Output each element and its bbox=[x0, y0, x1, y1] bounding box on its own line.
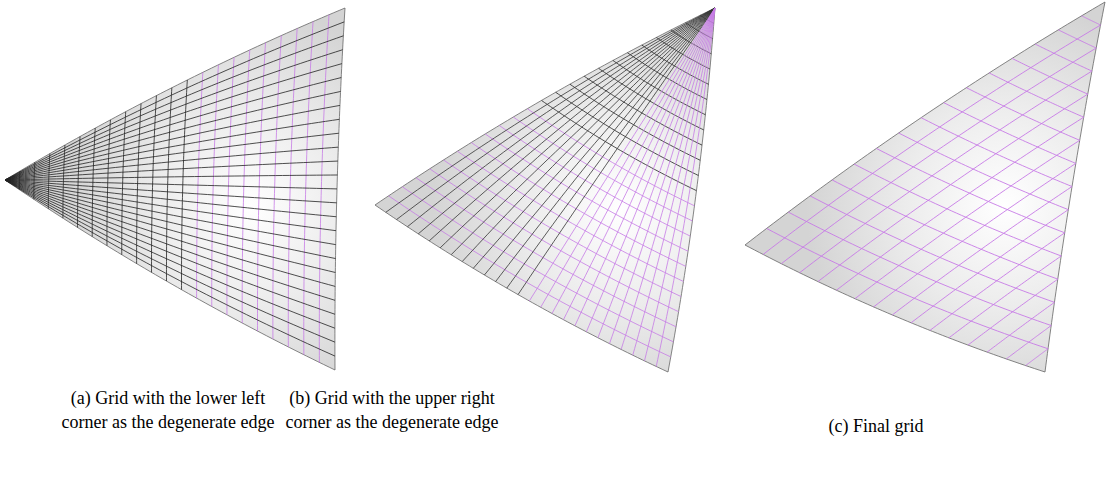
grid-line bbox=[541, 8, 715, 307]
grid-line bbox=[874, 163, 1076, 307]
grid-line bbox=[899, 133, 1069, 210]
surface-fill bbox=[375, 8, 715, 372]
grid-line bbox=[644, 8, 715, 361]
grid-line bbox=[633, 8, 715, 355]
grid-line bbox=[529, 8, 715, 301]
grid-line bbox=[418, 8, 715, 234]
grid-line bbox=[1082, 16, 1101, 25]
grid-line bbox=[800, 71, 1092, 273]
grid-line bbox=[5, 105, 340, 180]
figure-caption: (c) Final grid bbox=[762, 415, 990, 439]
grid-line bbox=[944, 103, 1076, 164]
grid-line bbox=[5, 180, 335, 328]
grid-line bbox=[892, 187, 1072, 315]
grid-line bbox=[966, 88, 1079, 141]
grid-line bbox=[5, 180, 335, 342]
grid-surface-b bbox=[375, 8, 715, 372]
grid-line bbox=[949, 256, 1061, 338]
grid-line bbox=[818, 94, 1088, 281]
grid-line bbox=[930, 233, 1065, 331]
grid-line bbox=[5, 64, 342, 180]
grid-line bbox=[1035, 44, 1092, 71]
grid-surface-c bbox=[745, 2, 1105, 372]
grid-line bbox=[5, 161, 338, 180]
grid-line bbox=[5, 78, 341, 180]
grid-line bbox=[552, 8, 715, 314]
grid-line bbox=[444, 160, 682, 297]
grid-line bbox=[5, 180, 335, 356]
grid-line bbox=[5, 180, 336, 259]
grid-line bbox=[5, 180, 335, 300]
grid-line bbox=[1026, 349, 1048, 366]
grid-surface-a bbox=[5, 8, 345, 370]
grid-line bbox=[473, 8, 715, 268]
grid-line bbox=[989, 73, 1084, 117]
grid-line bbox=[621, 8, 715, 349]
grid-line bbox=[855, 140, 1080, 298]
grid-line bbox=[911, 210, 1068, 323]
grid-line bbox=[1058, 30, 1096, 48]
figure-caption: (b) Grid with the upper right corner as … bbox=[278, 387, 506, 435]
grid-line bbox=[598, 8, 715, 338]
grid-line bbox=[586, 8, 715, 332]
grid-line bbox=[968, 279, 1058, 345]
grid-line bbox=[484, 8, 715, 275]
grid-line bbox=[563, 8, 715, 320]
grid-line bbox=[5, 180, 335, 286]
grid-line bbox=[5, 22, 344, 180]
surface-fill bbox=[5, 8, 345, 370]
grid-line bbox=[854, 164, 1061, 256]
grid-line bbox=[767, 228, 1048, 348]
grid-line bbox=[5, 180, 335, 272]
grid-line bbox=[5, 180, 337, 189]
figure-caption: (a) Grid with the lower left corner as t… bbox=[54, 387, 282, 435]
grid-line bbox=[575, 8, 715, 326]
grid-line bbox=[876, 148, 1064, 232]
grid-line bbox=[5, 180, 335, 314]
grid-line bbox=[656, 8, 715, 366]
grid-line bbox=[5, 147, 338, 180]
grid-line bbox=[1006, 326, 1051, 359]
grid-line bbox=[5, 36, 343, 180]
grid-line bbox=[496, 8, 715, 282]
grid-line bbox=[430, 169, 679, 312]
grid-line bbox=[987, 302, 1054, 352]
grid-line bbox=[5, 133, 339, 180]
grid-line bbox=[5, 91, 341, 180]
grid-line bbox=[5, 119, 339, 180]
grid-line bbox=[5, 180, 336, 245]
grid-line bbox=[832, 180, 1058, 279]
surface-fill bbox=[745, 2, 1105, 372]
grid-line bbox=[5, 50, 343, 180]
grid-line bbox=[407, 8, 715, 227]
grid-line bbox=[5, 175, 337, 180]
grid-line bbox=[416, 178, 676, 327]
grid-line bbox=[518, 8, 715, 295]
grid-line bbox=[610, 8, 716, 344]
